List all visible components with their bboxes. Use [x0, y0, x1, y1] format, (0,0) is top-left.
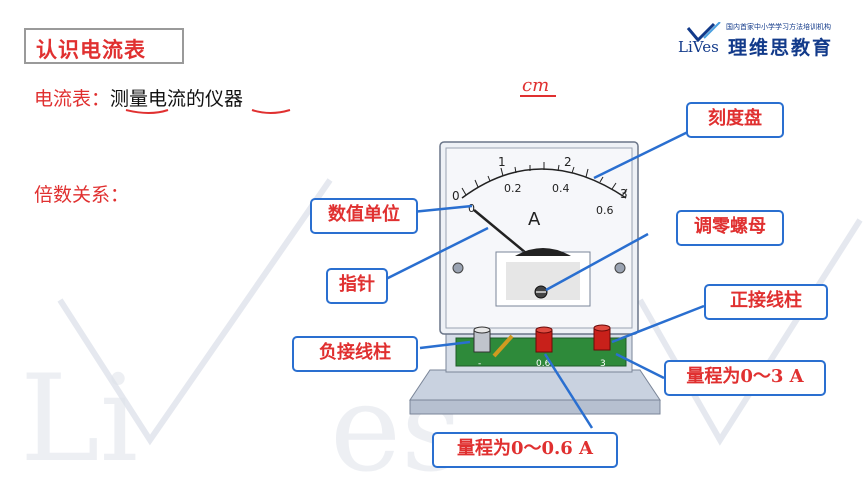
terminal-label-neg: -	[478, 359, 481, 369]
scale-inner-0: 0	[468, 202, 475, 215]
scale-outer-0: 0	[452, 189, 460, 203]
callout-range-3: 量程为0～3 A	[664, 360, 826, 396]
scale-outer-1: 1	[498, 155, 506, 169]
definition-text: 测量电流的仪器	[110, 88, 244, 110]
logo-mark: LiVes	[678, 38, 719, 56]
underline-annotation-2	[251, 109, 291, 114]
svg-text:Li: Li	[20, 350, 138, 486]
terminal-06	[535, 326, 553, 353]
scale-inner-2: 0.4	[552, 182, 570, 195]
terminal-negative	[473, 326, 514, 358]
scale-ticks	[461, 162, 628, 197]
scale-outer-3: 3	[620, 187, 628, 201]
logo-check-icon	[686, 22, 721, 42]
scale-inner-1: 0.2	[504, 182, 522, 195]
pencil-icon	[492, 334, 514, 358]
pivot-window	[495, 248, 591, 307]
callout-range-06: 量程为0～0.6 A	[432, 432, 618, 468]
definition-term: 电流表：	[34, 88, 111, 110]
page-title: 认识电流表	[36, 38, 146, 62]
callout-unit: 数值单位	[310, 198, 418, 234]
callout-pointer: 指针	[326, 268, 388, 304]
terminal-label-06: 0.6	[536, 359, 551, 369]
title-box: 认识电流表	[24, 28, 184, 64]
callout-lines	[383, 126, 705, 429]
side-screw-right-icon	[614, 262, 626, 274]
callout-negative-terminal: 负接线柱	[292, 336, 418, 372]
callout-zero-adjust: 调零螺母	[676, 210, 784, 246]
logo-name: 理维思教育	[728, 37, 834, 59]
terminal-label-3: 3	[600, 359, 606, 369]
underline-annotation	[125, 109, 169, 114]
callout-positive-terminal: 正接线柱	[704, 284, 828, 320]
unit-letter: A	[528, 209, 541, 230]
handwritten-note: cm	[522, 75, 549, 96]
definition-line: 电流表：测量电流的仪器	[34, 84, 243, 111]
pointer-needle	[473, 209, 533, 259]
terminal-3	[593, 324, 611, 351]
side-screw-left-icon	[452, 262, 464, 274]
scale-outer-2: 2	[564, 155, 572, 169]
callout-dial: 刻度盘	[686, 102, 784, 138]
scale-inner-3: 0.6	[596, 204, 614, 217]
logo-tagline: 国内首家中小学学习方法培训机构	[726, 23, 831, 31]
scale-arc	[461, 168, 627, 199]
ratio-label: 倍数关系：	[34, 184, 130, 206]
brand-logo: 国内首家中小学学习方法培训机构 LiVes 理维思教育	[676, 20, 856, 64]
